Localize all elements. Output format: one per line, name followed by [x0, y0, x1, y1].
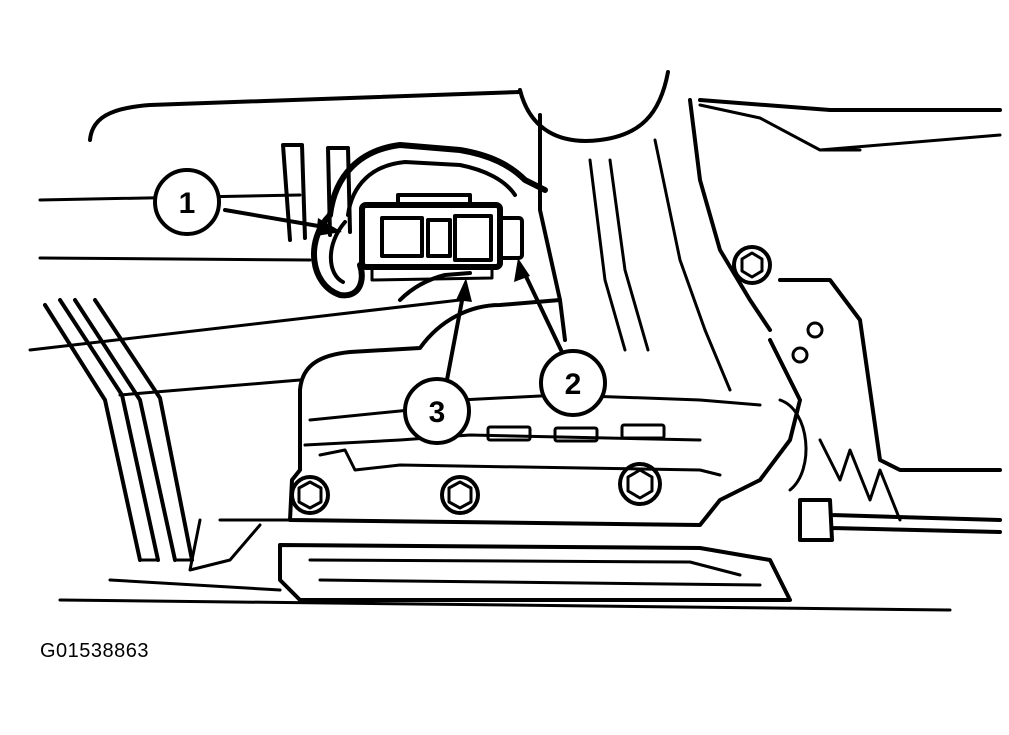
bolt-right: [618, 462, 662, 506]
wire-harness-lower: [398, 271, 472, 302]
leader-arrow-1: [223, 208, 342, 236]
base-pan-inner: [308, 558, 762, 587]
wire-harness-top-inner: [346, 160, 517, 217]
callout-1-label: 1: [179, 187, 196, 220]
right-bracket: [778, 278, 1002, 472]
housing-inner-line-2: [653, 138, 732, 392]
right-fin: [818, 438, 902, 522]
callout-3-label: 3: [429, 396, 446, 429]
housing-lower-body: [298, 298, 562, 392]
housing-slot-3: [620, 423, 666, 440]
diagonal-bar-1: [43, 298, 160, 562]
housing-ridge-1: [308, 393, 762, 422]
vertical-tube-left: [281, 143, 307, 242]
electrical-connector: [359, 193, 524, 282]
callout-2: 2: [539, 349, 607, 417]
right-body-rail: [698, 103, 1002, 152]
housing-top-tube: [518, 70, 670, 143]
housing-inner-line-1: [588, 158, 650, 352]
leader-arrow-3: [444, 278, 472, 387]
callout-2-label: 2: [565, 368, 582, 401]
frame-line-middle: [38, 256, 312, 262]
lower-left-strut: [188, 518, 262, 572]
wire-harness-loop-inner: [328, 220, 347, 284]
upper-panel-outline: [88, 90, 1002, 142]
seal-ring: [778, 398, 808, 492]
leader-arrow-2: [514, 258, 564, 354]
housing-tube-right-side: [688, 98, 772, 332]
wire-harness-top: [327, 142, 548, 218]
floor-line: [58, 518, 952, 612]
bracket-hole-2: [791, 346, 809, 364]
vertical-tube-right: [326, 146, 352, 237]
wire-harness-loop: [311, 212, 365, 299]
bolt-center: [440, 475, 480, 515]
frame-line-lower-2: [118, 378, 302, 397]
housing-step: [318, 448, 722, 477]
callout-3: 3: [403, 377, 471, 445]
frame-line-lower: [28, 298, 462, 352]
bolt-upper-right: [732, 245, 772, 285]
housing-tube-left-side: [538, 113, 567, 342]
figure-id: G01538863: [40, 640, 150, 662]
housing-slot-2: [553, 426, 599, 443]
housing-front-face: [288, 338, 802, 527]
callout-1: 1: [153, 168, 221, 236]
output-rod: [798, 498, 1002, 542]
housing-slot-1: [486, 425, 532, 442]
diagonal-bar-2: [73, 298, 194, 562]
bolt-left: [290, 475, 330, 515]
bracket-hole-1: [806, 321, 824, 339]
base-pan: [278, 543, 792, 602]
